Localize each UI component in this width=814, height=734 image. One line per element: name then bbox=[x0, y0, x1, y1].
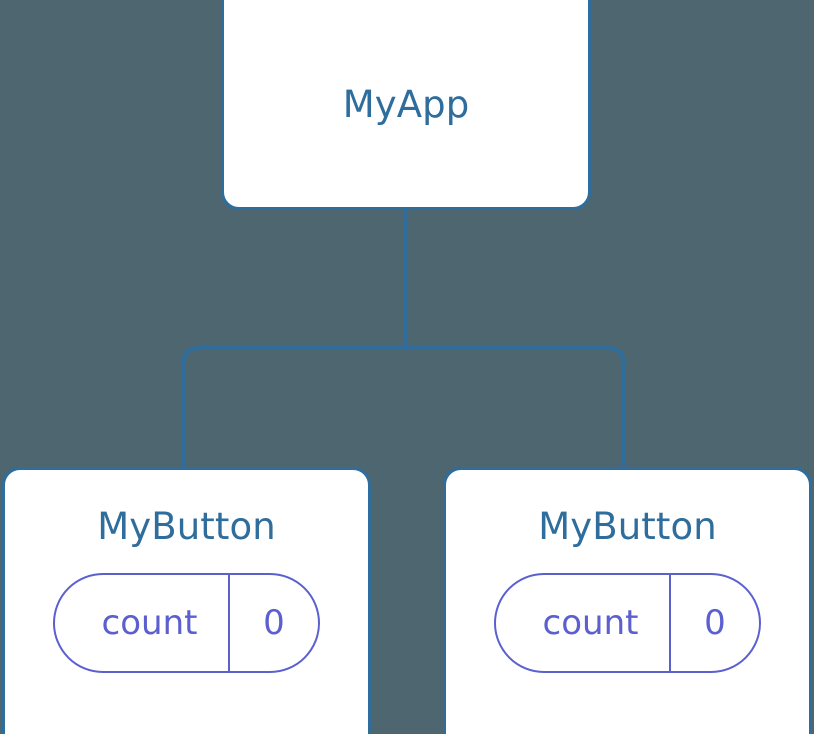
state-pill[interactable]: count 0 bbox=[494, 572, 761, 673]
tree-node-child-2[interactable]: MyButton count 0 bbox=[443, 467, 812, 734]
connector-branch-left bbox=[181, 346, 406, 467]
tree-node-child-1[interactable]: MyButton count 0 bbox=[2, 467, 371, 734]
node-title: MyButton bbox=[97, 505, 276, 548]
tree-node-root[interactable]: MyApp bbox=[221, 0, 591, 210]
state-pill-value: 0 bbox=[228, 574, 318, 671]
state-pill-key: count bbox=[542, 602, 639, 643]
node-title: MyApp bbox=[342, 82, 470, 126]
state-pill[interactable]: count 0 bbox=[53, 572, 320, 673]
node-title: MyButton bbox=[538, 505, 717, 548]
state-pill-value: 0 bbox=[669, 574, 759, 671]
connector-branch-right bbox=[406, 346, 626, 467]
state-pill-key: count bbox=[101, 602, 198, 643]
